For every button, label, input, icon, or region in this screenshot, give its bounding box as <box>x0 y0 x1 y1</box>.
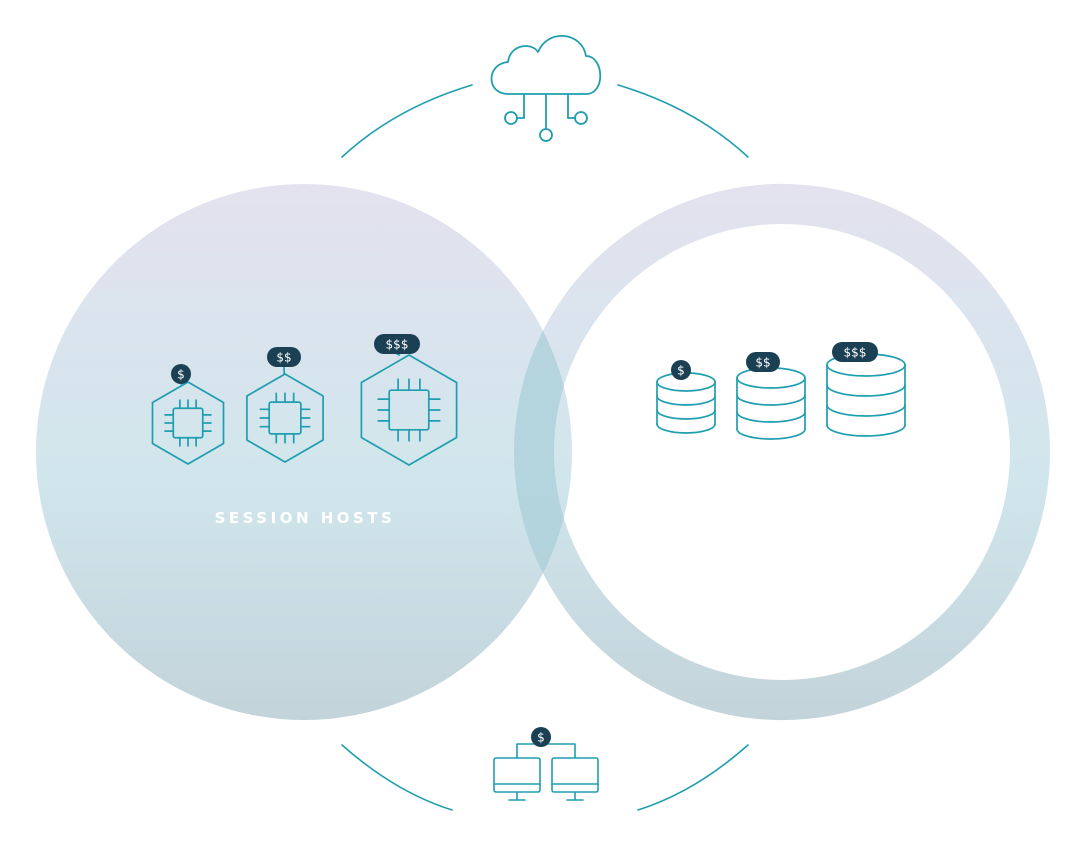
cpu-cost-badge-text: $$$ <box>386 338 409 352</box>
svg-text:$: $ <box>537 731 545 745</box>
storage-cost-badge-text: $$$ <box>844 346 867 360</box>
connector-arcs <box>341 84 749 811</box>
session-hosts-label: SESSION HOSTS <box>215 509 396 527</box>
storage-cost-badge-text: $ <box>677 364 685 378</box>
database-stack-icon <box>736 367 806 440</box>
cpu-cost-badge: $$ <box>267 347 301 367</box>
session-host-icons: $$$$$$ <box>151 334 458 466</box>
database-stack-icon <box>826 353 906 437</box>
arc-bottom-right <box>637 744 749 811</box>
cloud-network-icon <box>490 35 602 142</box>
storage-cost-badge: $ <box>671 360 691 380</box>
storage-cost-badge: $$$ <box>832 342 878 362</box>
cpu-hexagon-icon <box>246 366 324 463</box>
storage-cost-badge: $$ <box>746 352 780 372</box>
cpu-hexagon-icon <box>360 353 458 466</box>
storage-icons: $$$$$$ <box>656 342 906 440</box>
connected-desktops-icon <box>493 743 599 801</box>
database-stack-icon <box>656 372 716 434</box>
cpu-cost-badge: $$$ <box>374 334 420 354</box>
storage-ring <box>514 183 1050 721</box>
arc-bottom-left <box>341 744 453 811</box>
arc-top-left <box>341 84 473 158</box>
endpoint-cost-badge: $ <box>531 727 551 747</box>
cpu-cost-badge-text: $$ <box>276 351 291 365</box>
cpu-cost-badge: $ <box>171 364 191 384</box>
arc-top-right <box>617 84 749 158</box>
storage-cost-badge-text: $$ <box>755 356 770 370</box>
cpu-cost-badge-text: $ <box>177 368 185 382</box>
